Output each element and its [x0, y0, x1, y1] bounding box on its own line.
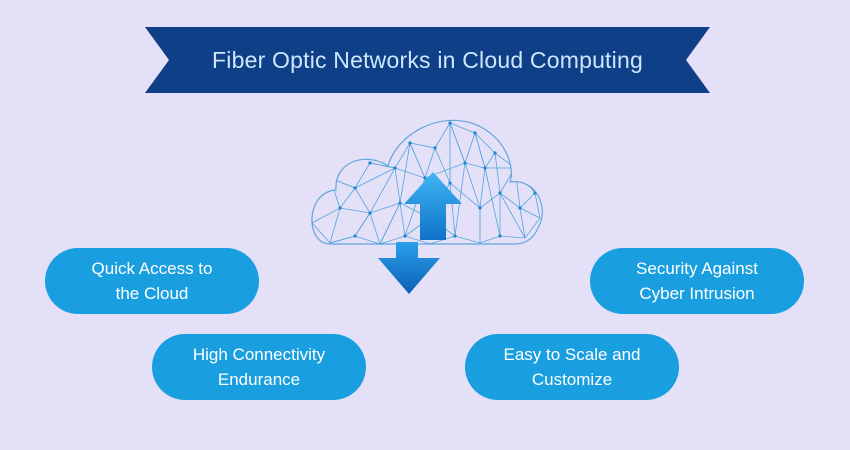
cloud-network-icon	[311, 119, 543, 294]
benefit-high-connectivity: High Connectivity Endurance	[152, 334, 366, 400]
page-title: Fiber Optic Networks in Cloud Computing	[212, 46, 643, 73]
arrow-down-icon	[378, 242, 440, 294]
banner-ribbon-shape	[145, 27, 710, 93]
benefit-easy-scale: Easy to Scale and Customize	[465, 334, 679, 400]
arrow-up-icon	[404, 172, 462, 240]
benefit-security: Security Against Cyber Intrusion	[590, 248, 804, 314]
benefit-label: High Connectivity Endurance	[192, 345, 326, 389]
benefit-label: Easy to Scale and Customize	[503, 345, 641, 389]
benefit-label: Security Against Cyber Intrusion	[636, 259, 758, 303]
title-banner: Fiber Optic Networks in Cloud Computing	[145, 27, 710, 93]
benefit-label: Quick Access to the Cloud	[91, 259, 213, 303]
benefit-quick-access: Quick Access to the Cloud	[45, 248, 259, 314]
